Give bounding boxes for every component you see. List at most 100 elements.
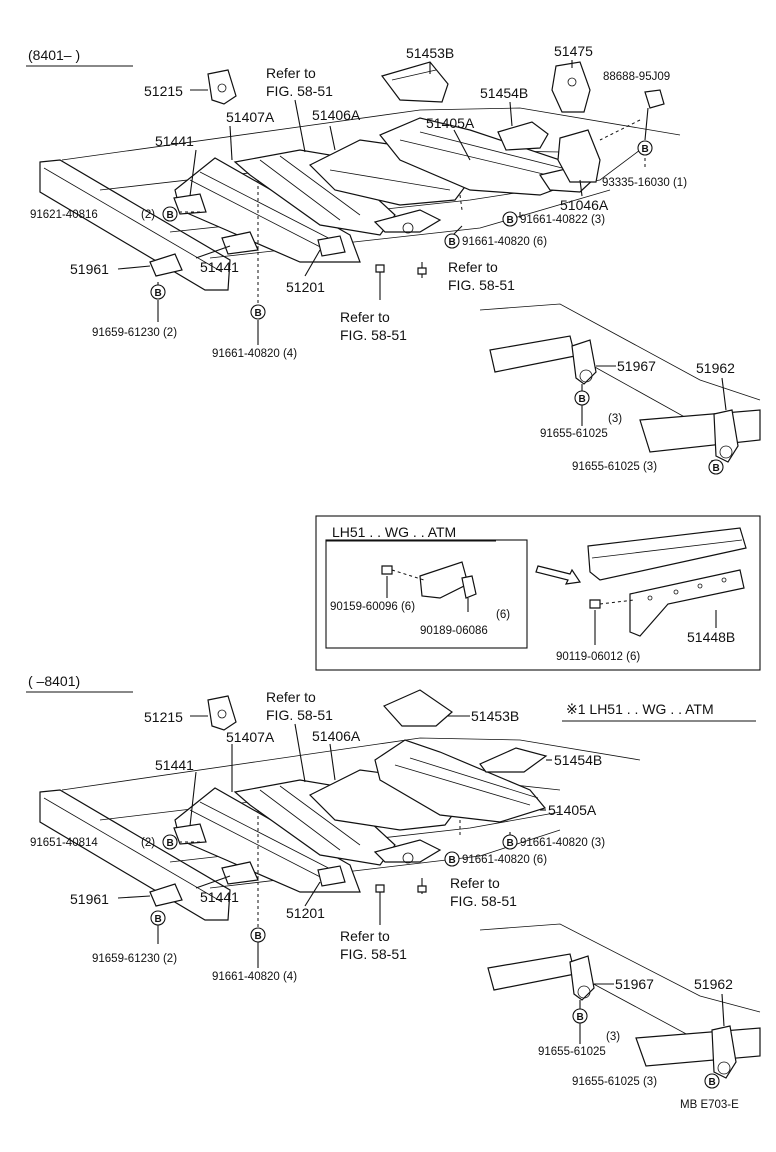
b-label-51967: 51967 <box>615 976 654 992</box>
top-brackets <box>149 61 665 300</box>
top-bracket-51046A <box>557 129 601 183</box>
top-bracket-51962 <box>713 409 739 463</box>
b-refer1-line2: FIG. 58-51 <box>266 707 333 723</box>
label-51046A: 51046A <box>560 197 609 213</box>
label-91661-40822: 91661-40822 (3) <box>520 214 605 226</box>
b-label-51407A: 51407A <box>226 729 275 745</box>
label-91661-40820-4: 91661-40820 (4) <box>212 348 297 360</box>
bottom-bolt-markers: B B B B B B B <box>150 834 720 1089</box>
label-51961: 51961 <box>70 261 109 277</box>
refer2-line1: Refer to <box>340 309 390 325</box>
svg-text:B: B <box>449 855 456 866</box>
label-91659-61230: 91659-61230 (2) <box>92 327 177 339</box>
b-label-91659-61230: 91659-61230 (2) <box>92 953 177 965</box>
label-51475: 51475 <box>554 43 593 59</box>
b-label-51441-b: 51441 <box>200 889 239 905</box>
top-clip-88688 <box>644 89 665 109</box>
refer1-line2: FIG. 58-51 <box>266 83 333 99</box>
b-refer3-line1: Refer to <box>450 875 500 891</box>
svg-text:B: B <box>167 210 174 221</box>
bottom-bracket-51962 <box>711 1025 737 1079</box>
b-label-51405A: 51405A <box>548 802 597 818</box>
top-bracket-51215 <box>207 69 237 105</box>
bottom-leaders <box>117 715 552 968</box>
top-labels: 51215 Refer to FIG. 58-51 51407A 51406A … <box>30 43 687 360</box>
b-label-91661-40820-3: 91661-40820 (3) <box>520 837 605 849</box>
svg-text:B: B <box>167 838 174 849</box>
b-refer2-line1: Refer to <box>340 928 390 944</box>
top-bolt-center <box>375 264 385 273</box>
top-panel-51453B <box>381 61 449 103</box>
svg-text:B: B <box>579 394 586 405</box>
label-91661-40820-6: 91661-40820 (6) <box>462 236 547 248</box>
label-90189-qty: (6) <box>496 609 510 621</box>
b-label-91655-qty: (3) <box>606 1031 620 1043</box>
b-label-91655-61025-a: 91655-61025 <box>538 1046 606 1058</box>
label-91655-qty: (3) <box>608 413 622 425</box>
svg-text:B: B <box>255 308 262 319</box>
footer-code: MB E703-E <box>680 1099 739 1111</box>
label-90159-60096: 90159-60096 (6) <box>330 601 415 613</box>
inset-title: LH51 . . WG . . ATM <box>332 524 456 540</box>
bottom-range-label: ( –8401) <box>28 673 80 689</box>
b-label-91651-40814: 91651-40814 <box>30 837 98 849</box>
inset-panel-51448B <box>629 569 745 637</box>
refer1-line1: Refer to <box>266 65 316 81</box>
bottom-panel-51453B <box>383 689 453 727</box>
refer2-line2: FIG. 58-51 <box>340 327 407 343</box>
b-label-51962: 51962 <box>694 976 733 992</box>
svg-text:B: B <box>507 215 514 226</box>
bottom-bracket-51967 <box>569 955 595 1001</box>
b-refer1-line1: Refer to <box>266 689 316 705</box>
bottom-rear-detail: 51967 51962 (3) 91655-61025 91655-61025 … <box>479 923 761 1088</box>
label-51406A: 51406A <box>312 107 361 123</box>
label-91655-61025-b: 91655-61025 (3) <box>572 461 657 473</box>
bottom-note: ※1 LH51 . . WG . . ATM <box>566 701 714 717</box>
b-label-91661-40820-6: 91661-40820 (6) <box>462 854 547 866</box>
b-label-51215: 51215 <box>144 709 183 725</box>
inset-screw-90159 <box>381 565 393 575</box>
bottom-labels: 51215 Refer to FIG. 58-51 51407A 51406A … <box>30 689 605 983</box>
b-label-91661-40820-4: 91661-40820 (4) <box>212 971 297 983</box>
label-51448B: 51448B <box>687 629 735 645</box>
top-section: (8401– ) <box>26 43 761 475</box>
top-bolt-markers: B B B B B B B B <box>150 140 724 475</box>
bottom-bracket-51215 <box>207 695 237 731</box>
top-bolt-right <box>417 267 427 275</box>
b-label-51201: 51201 <box>286 905 325 921</box>
bottom-bracket-51961 <box>149 883 183 907</box>
svg-text:B: B <box>155 288 162 299</box>
inset-clip-90189 <box>461 575 477 599</box>
label-51407A: 51407A <box>226 109 275 125</box>
b-label-51454B: 51454B <box>554 752 602 768</box>
refer3-line2: FIG. 58-51 <box>448 277 515 293</box>
top-bracket-51441a <box>173 193 207 215</box>
b-label-91655-61025-b: 91655-61025 (3) <box>572 1076 657 1088</box>
label-51405A: 51405A <box>426 115 475 131</box>
inset-outer-box <box>315 515 761 671</box>
label-51967: 51967 <box>617 358 656 374</box>
label-51453B: 51453B <box>406 45 454 61</box>
b-label-51441-a: 51441 <box>155 757 194 773</box>
label-51201: 51201 <box>286 279 325 295</box>
top-bracket-51454B <box>497 121 549 151</box>
svg-text:B: B <box>449 237 456 248</box>
label-90189-06086: 90189-06086 <box>420 625 488 637</box>
svg-text:B: B <box>642 144 649 155</box>
label-51962: 51962 <box>696 360 735 376</box>
b-label-51453B: 51453B <box>471 708 519 724</box>
top-bracket-51441b <box>221 231 259 255</box>
svg-text:B: B <box>713 463 720 474</box>
inset-inner-box <box>325 539 528 649</box>
label-90119-06012: 90119-06012 (6) <box>556 651 640 663</box>
svg-text:B: B <box>709 1077 716 1088</box>
bottom-bracket-51441a <box>173 823 207 845</box>
bottom-underbody-panels <box>174 739 547 893</box>
label-51441-b: 51441 <box>200 259 239 275</box>
label-51454B: 51454B <box>480 85 528 101</box>
bottom-section: ( –8401) ※1 LH51 . . WG . . ATM <box>26 673 761 1111</box>
b-label-51961: 51961 <box>70 891 109 907</box>
b-label-51406A: 51406A <box>312 728 361 744</box>
top-rear-detail: 51967 51962 (3) 91655-61025 91655-61025 … <box>479 303 761 473</box>
